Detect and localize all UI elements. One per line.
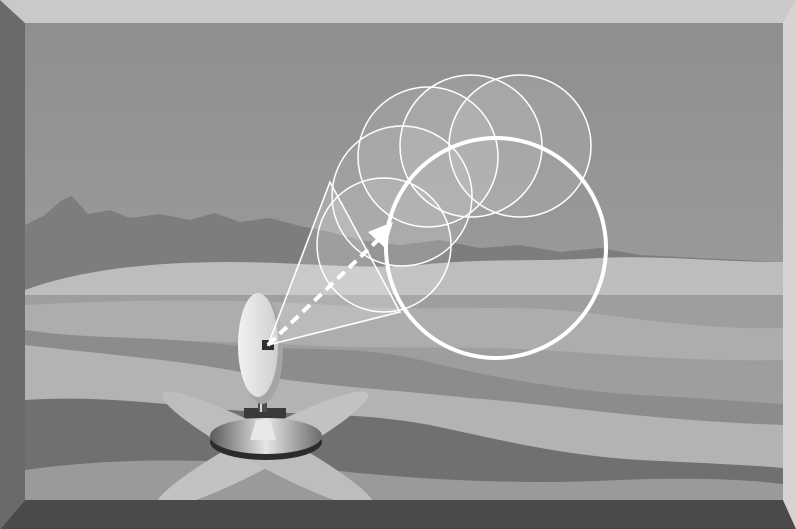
- frame-top-bevel: [0, 0, 796, 23]
- frame-right-bevel: [783, 0, 796, 529]
- beam-target-circle: [449, 75, 591, 217]
- frame-left-bevel: [0, 0, 25, 529]
- frame-bottom-bevel: [0, 500, 796, 529]
- landscape: [25, 23, 783, 522]
